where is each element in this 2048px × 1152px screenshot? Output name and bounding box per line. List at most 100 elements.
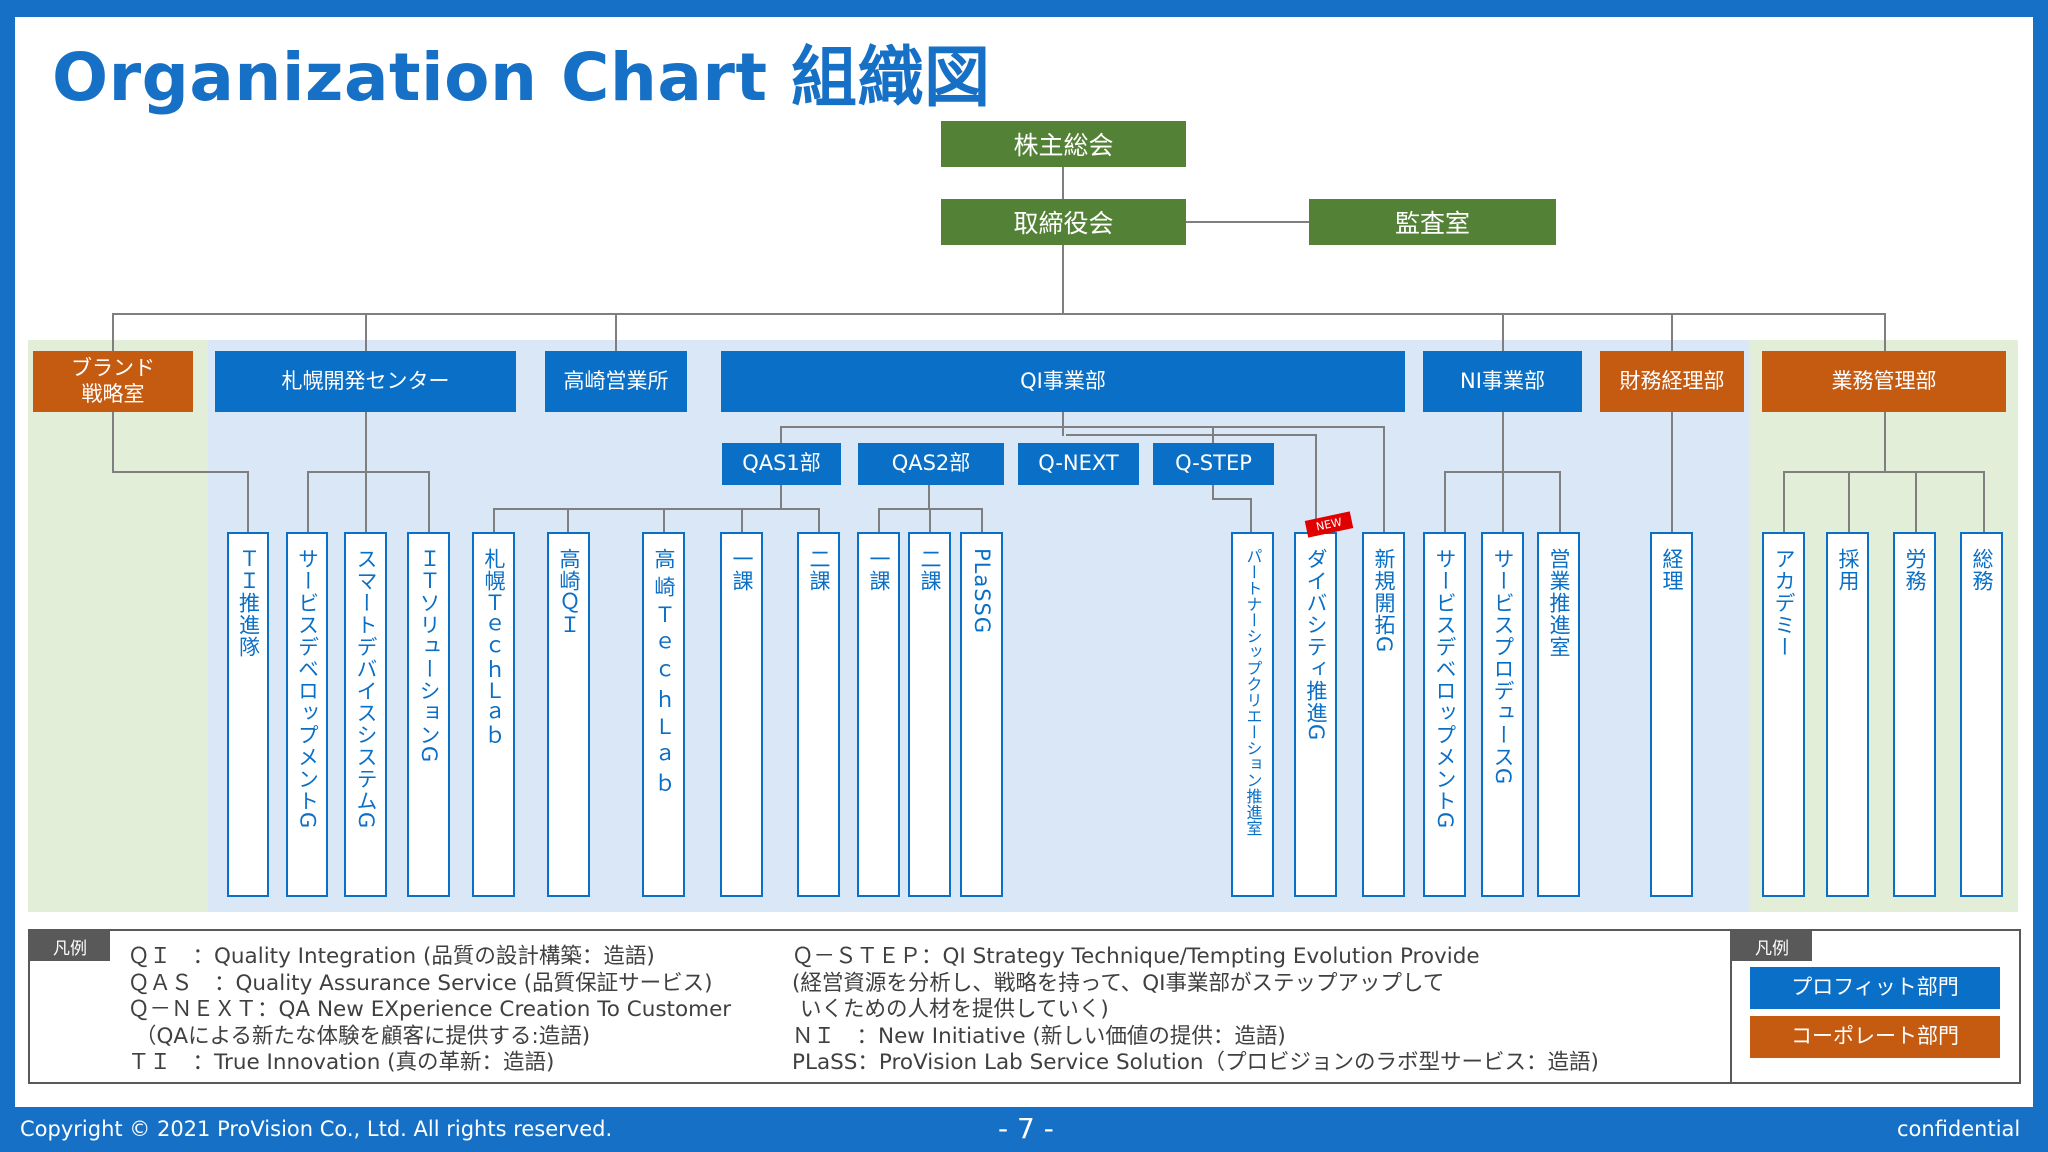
unit-label: 採用 (1836, 548, 1860, 592)
connector (307, 471, 309, 533)
connector (1444, 471, 1560, 473)
unit-takasaki-techlab: 高崎ＴｅｃｈＬａｂ (642, 532, 685, 897)
connector (1062, 411, 1064, 427)
page-title: Organization Chart 組織図 (52, 39, 991, 116)
connector (1212, 498, 1252, 500)
unit-label: ダイバシティ推進G (1304, 548, 1328, 742)
unit-label: サービスデベロップメントG (1433, 548, 1457, 830)
brand-strategy-box: ブランド 戦略室 (33, 351, 193, 412)
connector (928, 484, 930, 509)
takasaki-office-box: 高崎営業所 (545, 351, 687, 412)
legend-line: (経営資源を分析し、戦略を持って、QI事業部がステップアップして (792, 971, 1445, 996)
unit-recruit: 採用 (1826, 532, 1869, 897)
unit-label: パートナーシップクリエーション推進室 (1243, 548, 1263, 836)
connector (567, 508, 569, 533)
connector (1983, 471, 1985, 533)
unit-label: サービスプロデュースG (1491, 548, 1515, 786)
unit-label: アカデミー (1772, 548, 1796, 658)
connector (112, 411, 114, 473)
shareholders-box: 株主総会 (941, 121, 1186, 167)
unit-partnership: パートナーシップクリエーション推進室 (1231, 532, 1274, 897)
connector (1383, 426, 1385, 533)
unit-label: 経理 (1660, 548, 1684, 592)
board-box: 取締役会 (941, 199, 1186, 245)
connector (307, 471, 429, 473)
unit-label: ＩＴソリューションG (417, 548, 441, 764)
connector (365, 313, 367, 351)
unit-qas2-ka1: 一課 (857, 532, 900, 897)
unit-sapporo-techlab: 札幌ＴｅｃｈＬａｂ (472, 532, 515, 897)
unit-label: サービスデベロップメントG (295, 548, 320, 830)
unit-sales-promo: 営業推進室 (1537, 532, 1580, 897)
connector (780, 484, 782, 509)
connector (1783, 471, 1984, 473)
legend-tag: 凡例 (30, 931, 110, 961)
connector (247, 471, 249, 533)
unit-label: 新規開拓G (1372, 548, 1396, 654)
connector (112, 471, 248, 473)
legend-box-tag: 凡例 (1732, 931, 1812, 961)
admin-box: 業務管理部 (1762, 351, 2006, 412)
legend-line: ＱＩ ：Quality Integration (品質の設計構築：造語) (128, 944, 655, 969)
finance-box: 財務経理部 (1600, 351, 1744, 412)
audit-box: 監査室 (1309, 199, 1556, 245)
connector (112, 313, 114, 351)
legend-line: Ｑ－ＳＴＥＰ：QI Strategy Technique/Tempting Ev… (792, 944, 1480, 969)
unit-label: 高崎ＴｅｃｈＬａｂ (652, 548, 676, 800)
unit-general: 総務 (1960, 532, 2003, 897)
unit-label: ＴＩ推進隊 (236, 548, 261, 658)
connector (1915, 471, 1917, 533)
qstep-box: Q-STEP (1153, 443, 1274, 485)
unit-accounting: 経理 (1650, 532, 1693, 897)
connector (981, 508, 983, 533)
unit-label: スマートデバイスシステムG (354, 548, 378, 830)
unit-label: 二課 (918, 548, 942, 592)
copyright: Copyright © 2021 ProVision Co., Ltd. All… (20, 1117, 613, 1141)
legend-line: PLaSS：ProVision Lab Service Solution（プロビ… (792, 1050, 1599, 1075)
legend-line: ＮＩ ：New Initiative (新しい価値の提供：造語) (792, 1024, 1286, 1049)
connector (1066, 434, 1316, 436)
connector (1884, 313, 1886, 351)
unit-ti: ＴＩ推進隊 (227, 532, 269, 897)
unit-label: PLaSSG (970, 548, 994, 635)
qas2-box: QAS2部 (858, 443, 1004, 485)
unit-label: 総務 (1970, 548, 1994, 592)
unit-label: 高崎ＱＩ (557, 548, 581, 636)
unit-label: 一課 (730, 548, 754, 592)
legend-divider (1730, 929, 1732, 1084)
unit-qas2-ka2: 二課 (908, 532, 951, 897)
connector (1062, 426, 1064, 436)
legend-line: ＴＩ ：True Innovation (真の革新：造語) (128, 1050, 555, 1075)
corporate-zone-left (28, 340, 208, 912)
connector (1444, 471, 1446, 533)
connector (1848, 471, 1850, 533)
connector (493, 508, 495, 533)
connector (663, 508, 665, 533)
legend-line: ＱＡＳ ：Quality Assurance Service (品質保証サービス… (128, 971, 713, 996)
unit-ni-service-dev: サービスデベロップメントG (1423, 532, 1466, 897)
unit-smart-device: スマートデバイスシステムG (344, 532, 387, 897)
unit-qas1-ka1: 一課 (720, 532, 763, 897)
unit-label: 札幌ＴｅｃｈＬａｂ (482, 548, 506, 746)
connector (428, 471, 430, 533)
unit-academy: アカデミー (1762, 532, 1805, 897)
connector (615, 313, 617, 351)
unit-service-dev: サービスデベロップメントG (286, 532, 328, 897)
connector (112, 313, 1885, 315)
unit-label: 労務 (1903, 548, 1927, 592)
connector (1502, 313, 1504, 351)
legend-line: いくための人材を提供していく) (800, 997, 1109, 1022)
unit-diversity: ダイバシティ推進G (1294, 532, 1337, 897)
connector (1062, 426, 1316, 428)
connector (1250, 498, 1252, 533)
unit-label: 一課 (867, 548, 891, 592)
connector (1315, 434, 1317, 533)
profit-legend-box: プロフィット部門 (1750, 967, 2000, 1009)
qas1-box: QAS1部 (722, 443, 841, 485)
connector (1783, 471, 1785, 533)
connector (878, 508, 880, 533)
unit-takasaki-qi: 高崎ＱＩ (547, 532, 590, 897)
connector (780, 426, 782, 444)
legend-panel (28, 929, 2021, 1084)
qi-division-box: QI事業部 (721, 351, 1405, 412)
